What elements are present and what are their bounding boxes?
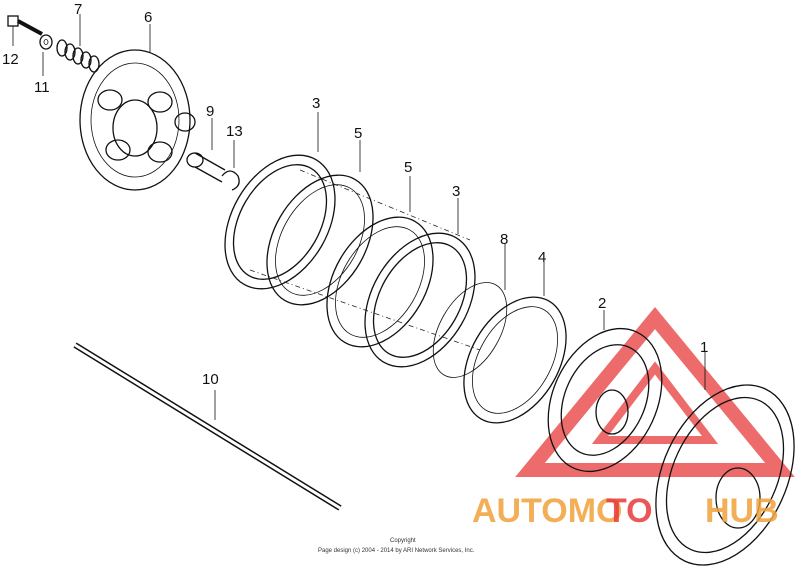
callout-4: 4	[538, 249, 546, 266]
callout-2: 2	[598, 295, 606, 312]
part-2-clutch-center	[547, 310, 663, 473]
watermark-logo	[515, 306, 795, 477]
copyright-line-1: Copyright	[390, 538, 416, 544]
callout-6: 6	[144, 9, 152, 26]
callout-5b: 5	[404, 159, 412, 176]
watermark-text-a: AUTOMO	[472, 492, 622, 530]
callout-9: 9	[206, 103, 214, 120]
part-10-pushrod	[73, 342, 342, 511]
part-5-clutch-plate-b	[326, 176, 434, 348]
part-5-clutch-plate-a	[266, 140, 374, 306]
watermark-triangle-icon	[515, 306, 795, 477]
callout-1: 1	[700, 339, 708, 356]
part-4-plate	[463, 262, 567, 424]
callout-3b: 3	[452, 183, 460, 200]
part-3-friction-disc-a	[224, 112, 336, 290]
callout-13: 13	[226, 123, 243, 140]
callout-7: 7	[74, 1, 82, 18]
callout-3a: 3	[312, 95, 320, 112]
part-11-washer	[39, 34, 53, 76]
part-7-spring	[56, 14, 100, 73]
part-8-wire-ring	[432, 244, 508, 378]
part-1-clutch-outer	[655, 352, 795, 566]
callout-8: 8	[500, 231, 508, 248]
callout-11: 11	[34, 79, 50, 96]
watermark-text-b: TO	[606, 492, 653, 530]
part-6-pressure-plate	[79, 24, 196, 191]
callout-12: 12	[2, 51, 19, 68]
callout-10: 10	[202, 371, 219, 388]
part-3-friction-disc-b	[364, 198, 476, 368]
watermark-inner-triangle-icon	[591, 361, 719, 444]
copyright-line-2: Page design (c) 2004 - 2014 by ARI Netwo…	[318, 548, 475, 554]
part-9-lifter	[186, 118, 226, 183]
part-13-circlip	[221, 140, 240, 191]
assembly-guide-line	[249, 169, 481, 351]
callout-5a: 5	[354, 125, 362, 142]
part-12-bolt	[7, 15, 43, 46]
watermark-text-c: HUB	[705, 492, 779, 530]
